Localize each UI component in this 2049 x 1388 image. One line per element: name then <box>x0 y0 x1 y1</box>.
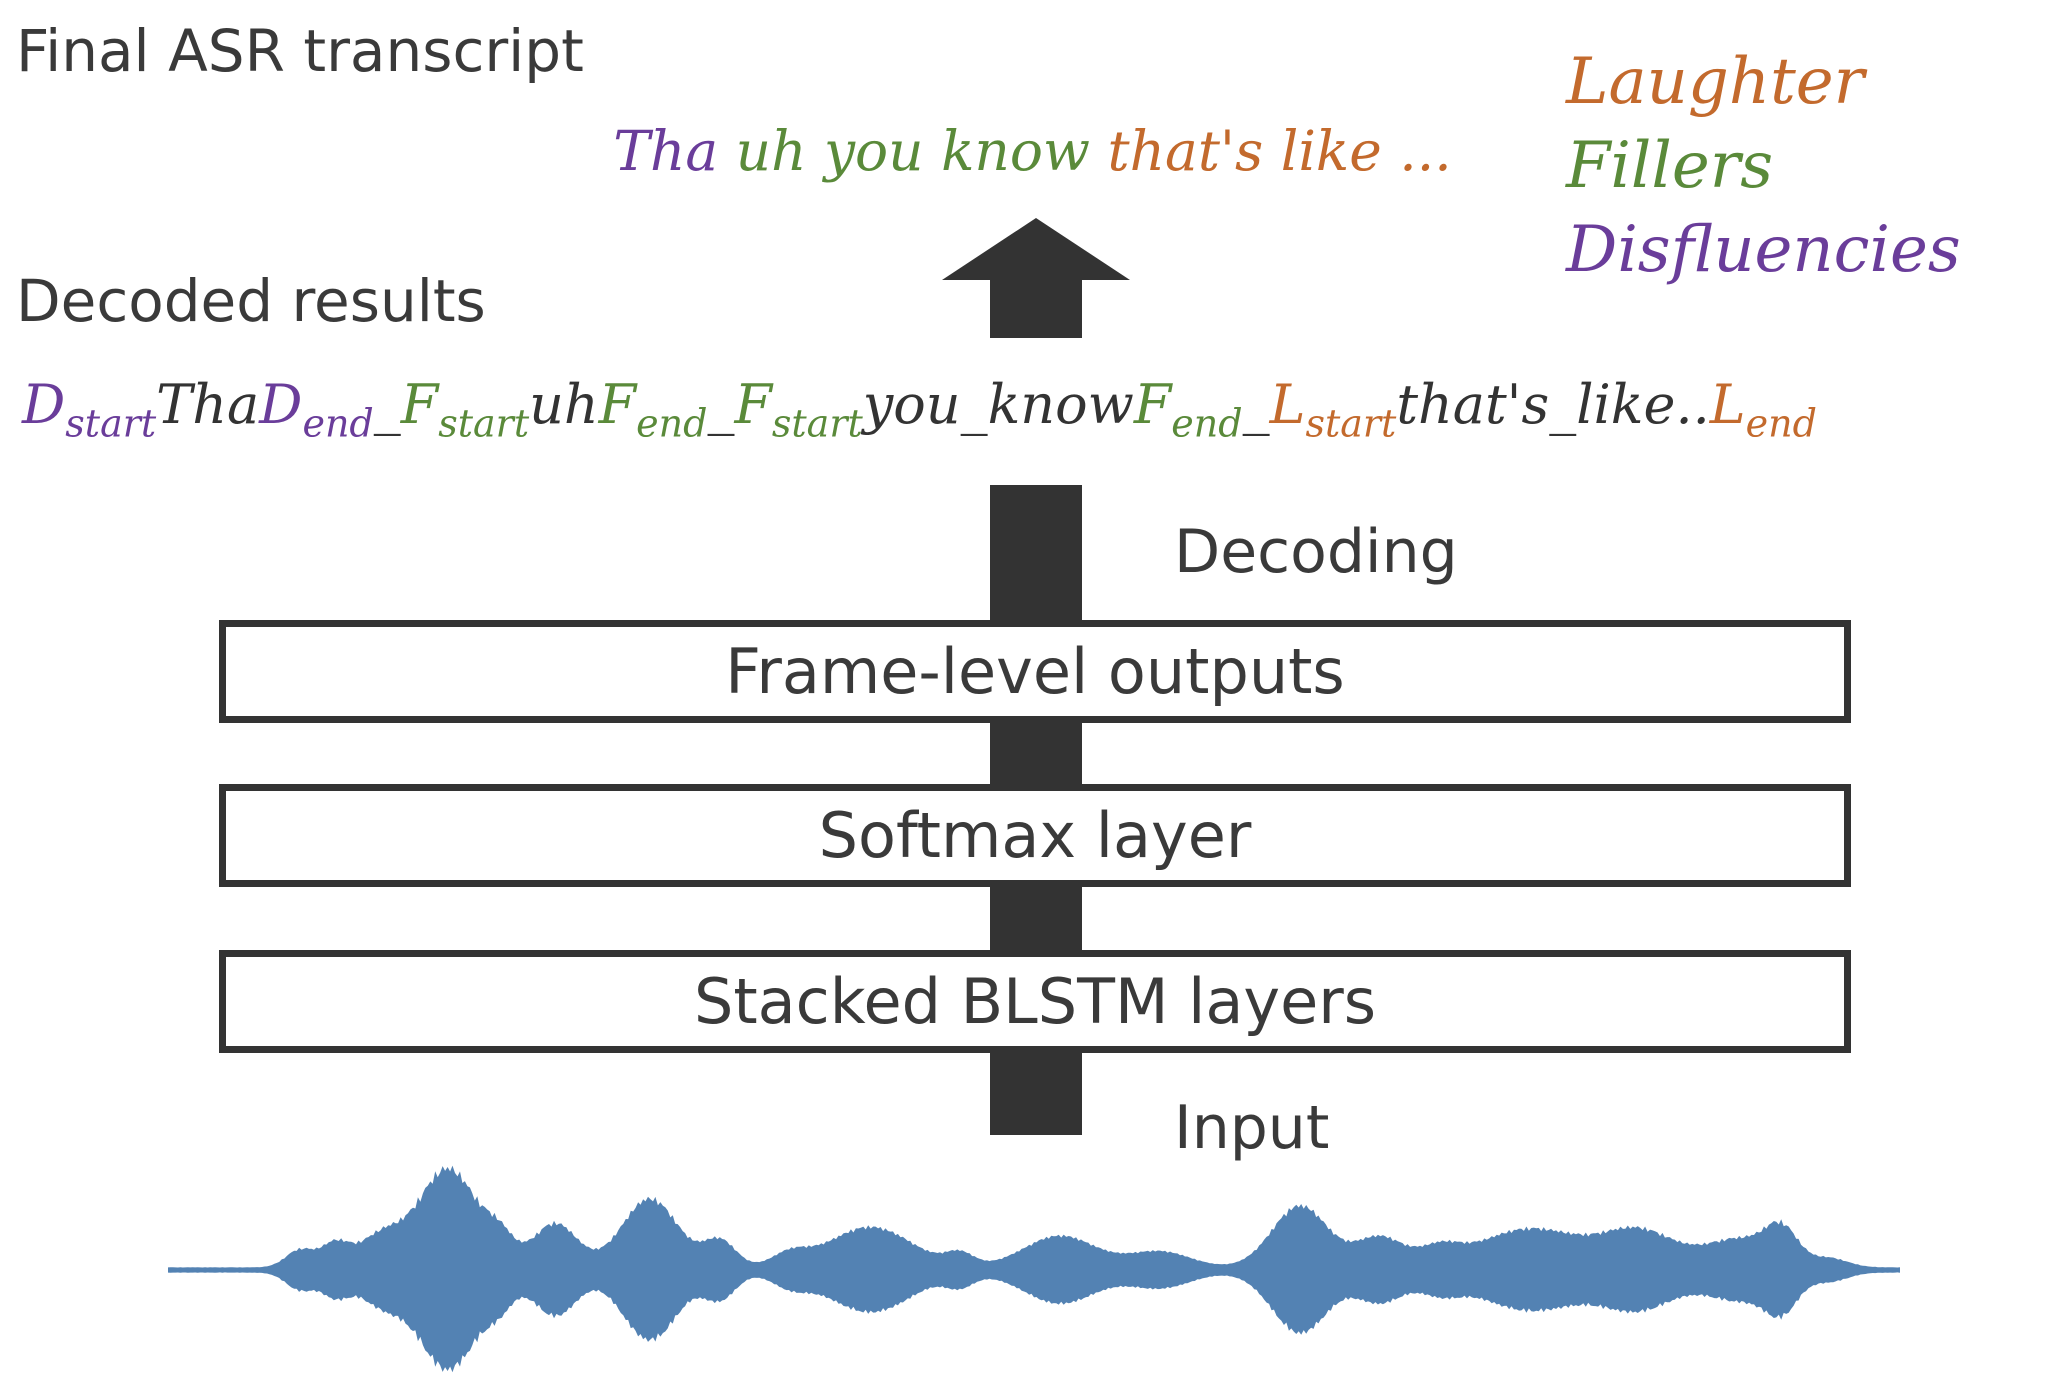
waveform-shape <box>168 1165 1900 1373</box>
legend-disfluencies: Disfluencies <box>1566 213 1961 287</box>
tag-d-end: Dend <box>259 373 374 446</box>
arrow-shaft <box>990 272 1082 338</box>
decoding-label: Decoding <box>1174 517 1458 587</box>
decoded-separator: _ <box>373 373 401 436</box>
decoded-separator: _ <box>707 373 735 436</box>
decoded-word: Tha <box>156 373 260 436</box>
softmax-layer-label: Softmax layer <box>818 799 1252 872</box>
transcript-disfluency: Tha <box>613 119 719 183</box>
blstm-layers-label: Stacked BLSTM layers <box>694 965 1376 1038</box>
tag-f-end: Fend <box>1133 373 1243 446</box>
decoded-word: you_know <box>862 373 1134 436</box>
softmax-layer-box: Softmax layer <box>219 784 1851 887</box>
decoded-separator: _ <box>1242 373 1270 436</box>
legend-laughter: Laughter <box>1566 45 1865 119</box>
frame-level-outputs-box: Frame-level outputs <box>219 620 1851 723</box>
tag-l-end: Lend <box>1709 373 1817 446</box>
blstm-layers-box: Stacked BLSTM layers <box>219 950 1851 1053</box>
final-transcript: Tha uh you know that's like ... <box>0 124 2049 179</box>
input-label: Input <box>1174 1093 1330 1163</box>
legend-fillers: Fillers <box>1566 129 1774 203</box>
up-arrow-icon <box>942 218 1130 280</box>
tag-f-start: Fstart <box>400 373 530 446</box>
tag-l-start: Lstart <box>1269 373 1397 446</box>
tag-f-end: Fend <box>598 373 708 446</box>
decoded-sequence: DstartThaDend_FstartuhFend_Fstartyou_kno… <box>22 378 1817 443</box>
final-transcript-heading: Final ASR transcript <box>16 17 584 85</box>
frame-level-outputs-label: Frame-level outputs <box>725 635 1345 708</box>
transcript-filler: uh you know <box>735 119 1091 183</box>
tag-d-start: Dstart <box>22 373 157 446</box>
tag-f-start: Fstart <box>734 373 863 446</box>
decoded-word: uh <box>529 373 599 436</box>
decoded-results-heading: Decoded results <box>16 267 486 335</box>
decoded-word: that's_like.. <box>1396 373 1710 436</box>
transcript-laughter: that's like ... <box>1107 119 1452 183</box>
